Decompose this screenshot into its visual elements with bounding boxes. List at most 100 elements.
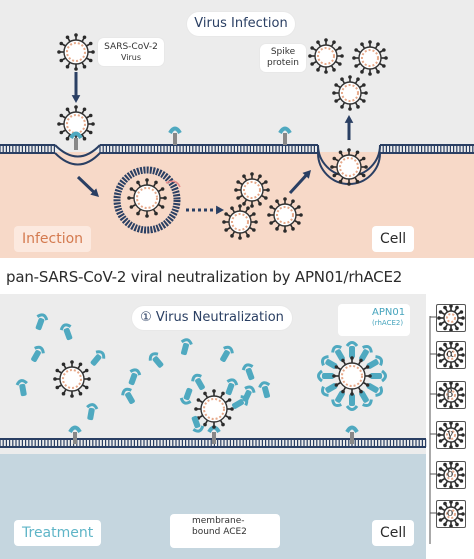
variant-box — [436, 461, 466, 489]
spike-tip — [78, 362, 83, 367]
apn01-head — [129, 368, 142, 376]
spike-tip — [283, 229, 287, 233]
virus-icon — [234, 172, 270, 208]
virus-rna-ring — [231, 213, 249, 231]
spike-tip — [65, 35, 70, 40]
spike-tip — [74, 33, 78, 37]
variant-virus-icon — [437, 462, 465, 488]
spike-tip — [355, 150, 360, 155]
virus-icon — [330, 148, 368, 186]
spike-tip — [449, 422, 453, 425]
virus-rna-ring — [66, 42, 86, 62]
spike-tip — [236, 180, 240, 184]
spike-tip — [88, 41, 93, 46]
spike-tip — [449, 382, 453, 385]
spike-tip — [250, 172, 254, 176]
spike-tip — [82, 35, 87, 40]
spike-label-box — [260, 44, 306, 72]
apn01-legend-box — [338, 304, 410, 336]
receptor-stem — [74, 138, 78, 150]
spike-tip — [384, 56, 388, 60]
spike-tip — [236, 196, 240, 200]
apn01-molecule — [359, 344, 373, 362]
apn01-head — [179, 397, 192, 405]
apn01-molecule — [220, 345, 234, 362]
apn01-body — [195, 378, 205, 390]
virus-rna-ring — [361, 49, 379, 67]
spike-tip — [222, 220, 226, 224]
spike-tip — [365, 383, 370, 387]
spike-tip — [291, 199, 295, 203]
spike-tip — [330, 165, 334, 169]
virus-label-line1: SARS-CoV-2 — [104, 42, 158, 52]
spike-tip — [340, 105, 344, 109]
spike-tip — [70, 394, 74, 398]
spike-tip — [449, 342, 453, 345]
apn01-molecule — [317, 369, 334, 383]
spike-tip — [347, 148, 351, 152]
spike-tip — [234, 188, 238, 192]
spike-tip — [455, 326, 459, 331]
spike-tip — [332, 68, 336, 72]
virus-rna-ring — [136, 187, 158, 209]
arrow-head — [344, 115, 354, 123]
apn01-head — [223, 345, 234, 354]
apn01-head — [345, 341, 359, 347]
rna-release — [165, 180, 181, 188]
process-arrow — [186, 205, 224, 215]
spike-tip — [449, 405, 453, 408]
spike-tip — [267, 213, 271, 217]
apn01-molecule — [345, 394, 359, 411]
apn01-head — [86, 403, 99, 410]
membrane-segment — [379, 144, 474, 154]
apn01-molecule — [366, 355, 384, 369]
spike-tip — [194, 407, 198, 411]
virus-rna-ring — [446, 313, 456, 323]
spike-tip — [196, 398, 201, 402]
apn01-body — [31, 350, 41, 362]
spike-tip — [310, 46, 314, 50]
spike-tip — [443, 403, 447, 408]
spike-tip — [154, 180, 158, 185]
virus-icon — [57, 105, 95, 143]
spike-tip — [203, 391, 207, 396]
apn01-molecule — [90, 350, 106, 366]
spike-tip — [316, 68, 320, 72]
apn01-body — [128, 372, 138, 386]
spike-label-line1: Spike — [270, 47, 296, 57]
apn01-head — [240, 395, 249, 406]
apn01-head — [192, 425, 205, 433]
spike-tip — [459, 518, 464, 522]
apn01-body — [87, 407, 95, 421]
spike-tip — [352, 56, 356, 60]
spike-tip — [283, 197, 287, 201]
spike-tip — [438, 347, 443, 351]
arrow-shaft — [76, 175, 96, 194]
spike-tip — [250, 204, 254, 208]
spike-tip — [227, 416, 232, 420]
spike-tip — [242, 202, 246, 206]
spike-label-line2: protein — [267, 58, 299, 68]
apn01-molecule — [331, 344, 345, 362]
virus-icon — [53, 360, 91, 398]
receptor-stem — [212, 432, 216, 444]
virus-icon — [222, 204, 258, 240]
spike-tip — [438, 310, 443, 314]
spike-tip — [334, 83, 338, 87]
spike-tip — [230, 407, 234, 411]
process-arrow — [344, 115, 354, 140]
spike-tip — [365, 365, 370, 369]
spike-tip — [347, 182, 351, 186]
apn01-head — [331, 399, 342, 408]
apn01-body — [152, 356, 164, 368]
spike-tip — [258, 202, 262, 206]
spike-tip — [160, 205, 165, 209]
spike-tip — [461, 512, 465, 516]
cell-corner-label-top: Cell — [372, 226, 415, 252]
spike-tip — [297, 221, 301, 225]
variant-virus-icon — [437, 382, 465, 408]
receptor-stem — [283, 133, 287, 145]
spike-tip — [299, 213, 303, 217]
apn01-sublabel: (rhACE2) — [372, 319, 404, 327]
spike-tip — [438, 518, 443, 522]
